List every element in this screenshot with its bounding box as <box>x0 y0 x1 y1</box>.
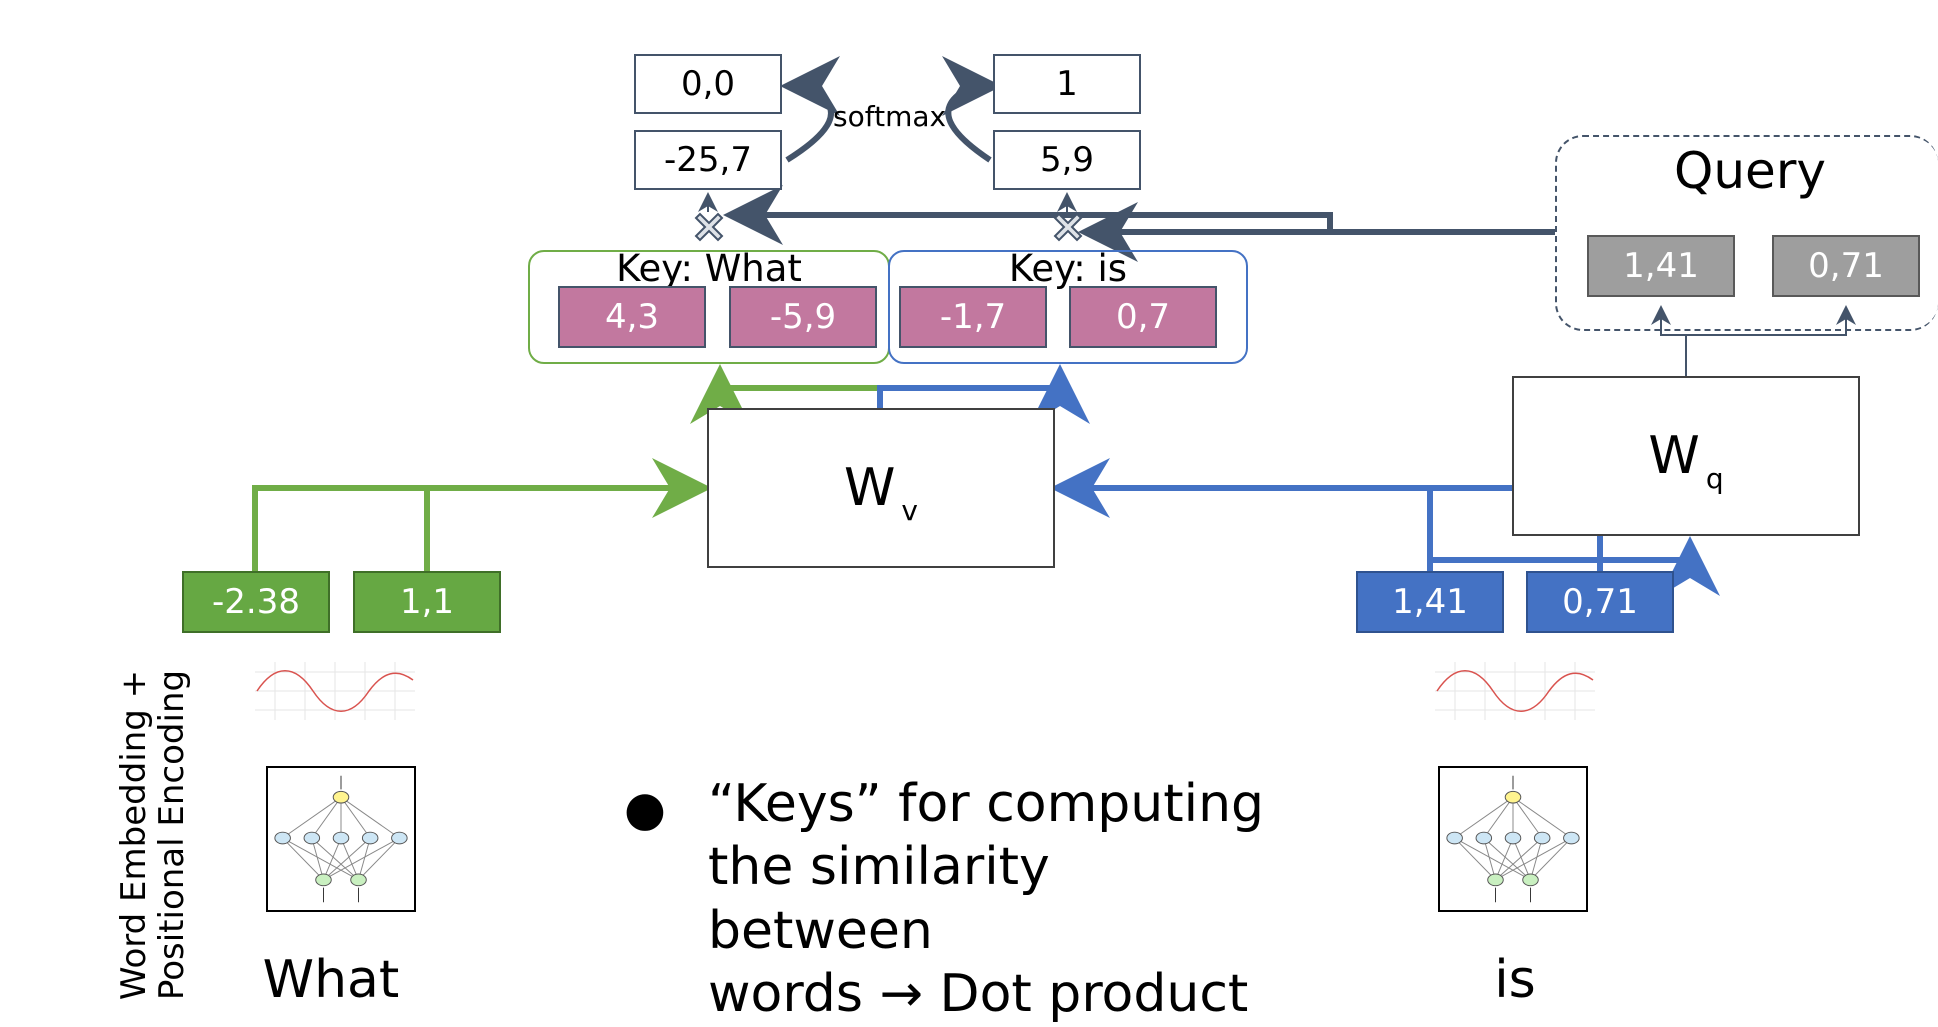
bullet-text: “Keys” for computing the similarity betw… <box>708 773 1268 1027</box>
embedding-what-2: 1,1 <box>353 571 501 633</box>
neural-network-icon <box>1438 766 1588 912</box>
neural-network-icon <box>266 766 416 912</box>
score-is-raw: 5,9 <box>993 130 1141 190</box>
bullet-line-3: words → Dot product <box>708 964 1249 1025</box>
multiply-icon <box>1053 212 1083 242</box>
blue-embedding-to-wq <box>1430 536 1690 572</box>
key-is-value-2: 0,7 <box>1069 286 1217 348</box>
key-what-label: Key: What <box>616 247 802 290</box>
score-what-raw: -25,7 <box>634 130 782 190</box>
query-to-multiply-left <box>723 185 1555 245</box>
key-what-value-2: -5,9 <box>729 286 877 348</box>
wq-main: W <box>1648 426 1700 486</box>
wv-main: W <box>844 458 896 518</box>
word-what: What <box>262 950 400 1010</box>
embedding-is-1: 1,41 <box>1356 571 1504 633</box>
softmax-label: softmax <box>833 100 947 133</box>
key-is-label: Key: is <box>1008 247 1128 290</box>
word-is: is <box>1494 950 1536 1010</box>
embedding-what-1: -2.38 <box>182 571 330 633</box>
side-label: Word Embedding + Positional Encoding <box>114 665 205 1005</box>
softmax-arrow-left <box>780 56 841 163</box>
embedding-is-2: 0,71 <box>1526 571 1674 633</box>
wv-to-key-what <box>690 364 883 424</box>
key-is-group <box>888 250 1248 364</box>
side-label-line-2: Positional Encoding <box>152 669 193 1001</box>
wv-to-key-is <box>877 364 1090 424</box>
green-embedding-to-wv <box>252 485 690 572</box>
bullet-symbol: ● <box>624 781 666 837</box>
query-group <box>1555 135 1938 331</box>
multiply-icon <box>694 212 724 242</box>
query-value-2: 0,71 <box>1772 235 1920 297</box>
score-is-softmax: 1 <box>993 54 1141 114</box>
softmax-arrow-right <box>941 56 1002 163</box>
wv-sub: v <box>901 493 918 527</box>
key-is-value-1: -1,7 <box>899 286 1047 348</box>
sine-wave-icon <box>1435 662 1595 720</box>
wq-sub: q <box>1705 461 1724 495</box>
query-title: Query <box>1674 142 1826 200</box>
bullet-line-1: “Keys” for computing <box>708 774 1265 834</box>
side-label-line-1: Word Embedding + <box>114 669 154 1001</box>
sine-wave-icon <box>255 662 415 720</box>
query-value-1: 1,41 <box>1587 235 1735 297</box>
bullet-line-2: the similarity between <box>708 837 1050 961</box>
score-what-softmax: 0,0 <box>634 54 782 114</box>
key-what-value-1: 4,3 <box>558 286 706 348</box>
